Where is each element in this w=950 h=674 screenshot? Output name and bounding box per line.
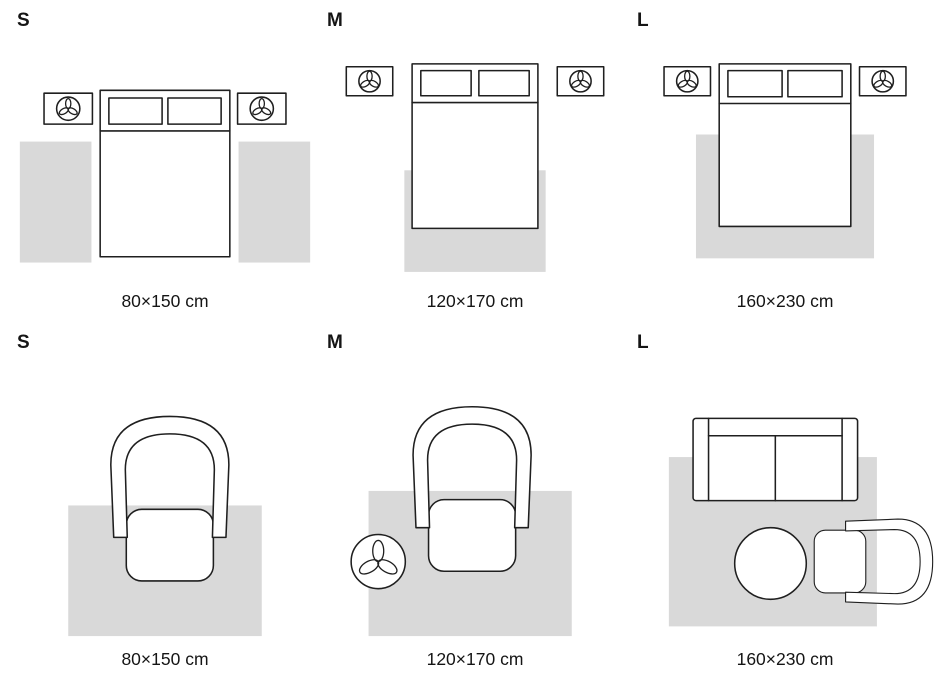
- coffee-table: [733, 527, 808, 601]
- nightstand-left: [345, 66, 394, 97]
- size-caption: 80×150 cm: [121, 649, 209, 669]
- nightstand-right: [858, 66, 907, 97]
- size-caption: 80×150 cm: [121, 291, 209, 311]
- panel-living-l: L 160×230 cm: [630, 326, 940, 674]
- pillow: [478, 70, 530, 97]
- nightstand-left: [663, 66, 712, 97]
- bed: [411, 63, 539, 230]
- living-m-illustration: [350, 406, 572, 637]
- size-label: S: [17, 10, 31, 31]
- panel-living-m: M 120×170 cm: [320, 326, 630, 674]
- armchair: [110, 415, 230, 582]
- size-caption: 160×230 cm: [736, 291, 834, 311]
- nightstand-right: [556, 66, 605, 97]
- rug-runner-left: [19, 141, 92, 263]
- pillow: [167, 97, 222, 125]
- nightstand-right: [236, 92, 287, 125]
- size-caption: 120×170 cm: [426, 291, 524, 311]
- bedroom-l-illustration: [663, 63, 907, 259]
- size-label: L: [637, 332, 650, 353]
- armchair: [412, 406, 532, 573]
- pillow: [108, 97, 163, 125]
- panel-bedroom-s: S: [10, 4, 320, 326]
- size-label: L: [637, 10, 650, 31]
- plant-side-table: [350, 533, 407, 590]
- bed: [718, 63, 852, 228]
- panel-bedroom-l: L 160×230 cm: [630, 4, 940, 326]
- pillow: [787, 70, 843, 98]
- pillow: [727, 70, 783, 98]
- nightstand-left: [43, 92, 94, 125]
- living-l-illustration: [668, 417, 934, 627]
- panel-bedroom-m: M 120×170 cm: [320, 4, 630, 326]
- size-label: S: [17, 332, 31, 353]
- bed: [99, 89, 231, 258]
- rug-runner-right: [238, 141, 311, 263]
- size-label: M: [327, 10, 344, 31]
- panel-living-s: S 80×150 cm: [10, 326, 320, 674]
- size-label: M: [327, 332, 344, 353]
- bedroom-m-illustration: [345, 63, 605, 273]
- size-caption: 160×230 cm: [736, 649, 834, 669]
- size-caption: 120×170 cm: [426, 649, 524, 669]
- sofa: [692, 417, 859, 502]
- living-s-illustration: [68, 415, 262, 637]
- bedroom-s-illustration: [19, 89, 311, 263]
- pillow: [420, 70, 472, 97]
